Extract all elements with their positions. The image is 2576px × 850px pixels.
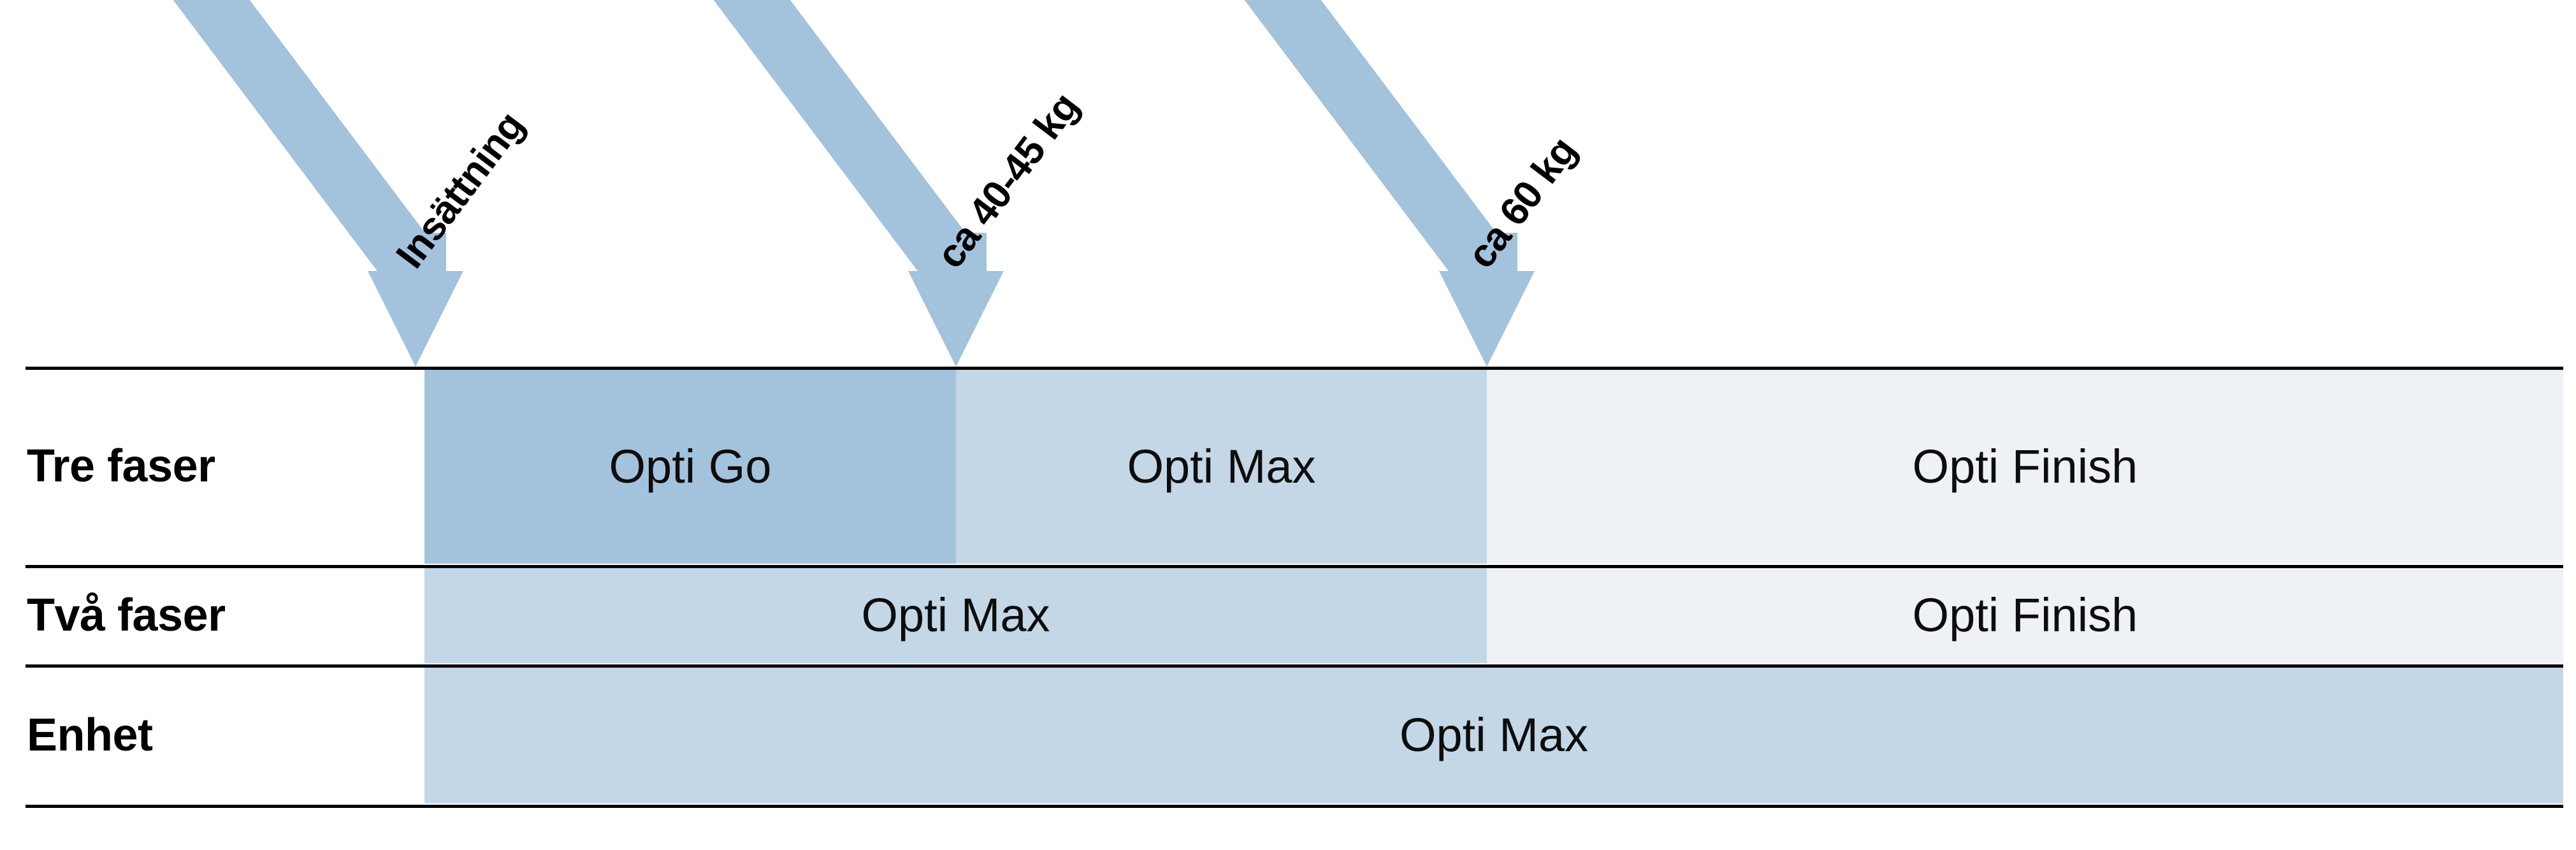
table-cell: Opti Max	[424, 666, 2563, 803]
arrow-neck	[385, 233, 446, 274]
arrow-head	[1439, 271, 1535, 367]
arrow-shaft	[1230, 0, 1514, 295]
row-label: Enhet	[27, 709, 153, 761]
cell-text: Opti Max	[1127, 439, 1316, 493]
cell-text: Opti Max	[1399, 708, 1589, 761]
table-rule	[25, 367, 2563, 370]
arrow-head	[368, 271, 463, 367]
cell-text: Opti Go	[609, 439, 772, 493]
table-rule	[25, 565, 2563, 568]
table-cell: Opti Go	[424, 369, 956, 564]
cell-text: Opti Finish	[1912, 439, 2138, 493]
row-label: Tre faser	[27, 441, 215, 492]
arrow-shaft	[699, 0, 983, 295]
arrow-neck	[1456, 233, 1517, 274]
cell-text: Opti Finish	[1912, 589, 2138, 641]
arrow-head	[908, 271, 1004, 367]
table-rule	[25, 805, 2563, 808]
table-cell: Opti Max	[956, 369, 1487, 564]
table-cell: Opti Max	[424, 567, 1487, 663]
table-rule	[25, 664, 2563, 668]
table-cell: Opti Finish	[1487, 369, 2563, 564]
cell-text: Opti Max	[861, 589, 1050, 641]
arrow-neck	[925, 233, 987, 274]
row-label: Två faser	[27, 589, 226, 641]
table-cell: Opti Finish	[1487, 567, 2563, 663]
arrow-shaft	[159, 0, 442, 295]
